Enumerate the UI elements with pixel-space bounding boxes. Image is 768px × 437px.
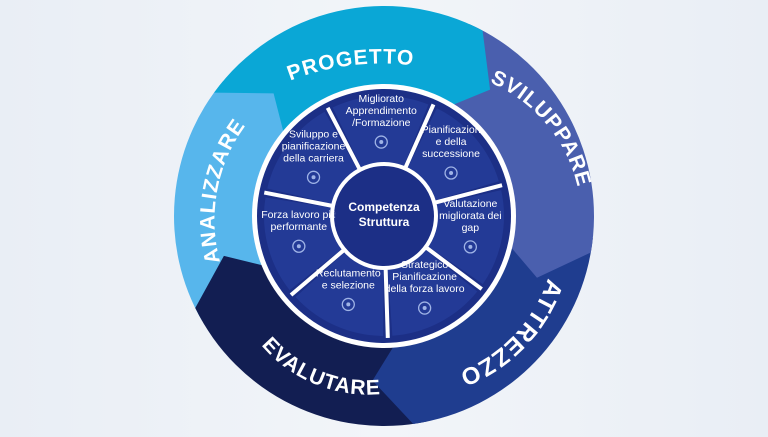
trophy-icon (292, 239, 306, 253)
people-icon (463, 240, 478, 254)
magnifier-icon (341, 297, 355, 312)
segment-6 (264, 197, 344, 291)
target-icon (444, 166, 458, 180)
gear-icon (417, 301, 432, 315)
segment-divider (289, 248, 346, 297)
center-title-line2: Struttura (359, 215, 410, 229)
segment-2 (406, 108, 499, 201)
segment-3 (426, 190, 504, 285)
laptop-icon (374, 135, 388, 149)
segment-5 (295, 251, 384, 336)
segment-divider (383, 267, 390, 339)
segment-divider (263, 190, 334, 208)
clipboard-icon (306, 170, 321, 184)
segment-divider (403, 103, 436, 170)
segment-icons (292, 135, 478, 315)
segment-divider (433, 183, 503, 205)
segment-divider (325, 106, 362, 171)
segment-4 (387, 248, 478, 336)
segment-1 (332, 95, 429, 169)
center-title-line1: Competenza (348, 200, 420, 214)
segment-divider (424, 245, 483, 291)
center-circle (335, 167, 433, 265)
phase-band-progetto (214, 5, 491, 146)
phase-band-evalutare (195, 255, 428, 426)
outer-ring (174, 5, 594, 426)
center-hub: Competenza Struttura (335, 167, 433, 265)
hub-border (330, 162, 438, 270)
segment-7 (267, 111, 359, 205)
